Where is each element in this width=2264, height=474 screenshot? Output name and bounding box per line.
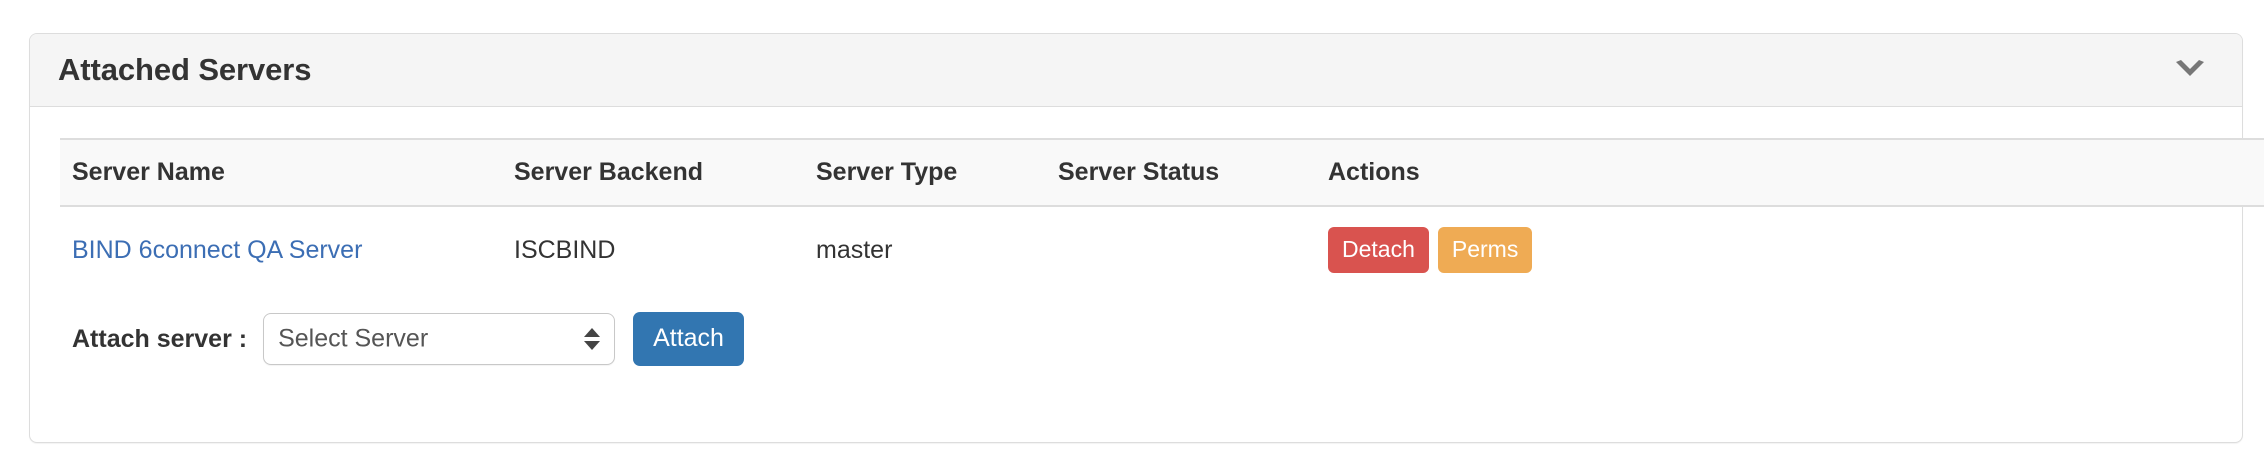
page-title: Attached Servers	[58, 52, 312, 87]
panel-body: Server Name Server Backend Server Type S…	[30, 107, 2264, 442]
stepper-arrows-icon[interactable]	[584, 328, 601, 350]
cell-server-name: BIND 6connect QA Server	[60, 206, 502, 293]
detach-button[interactable]: Detach	[1328, 227, 1429, 273]
column-header-actions: Actions	[1316, 138, 2264, 207]
cell-server-backend: ISCBIND	[514, 235, 616, 264]
chevron-down-icon[interactable]	[2170, 50, 2210, 90]
stepper-up-icon[interactable]	[584, 328, 601, 337]
attach-server-label: Attach server :	[72, 324, 248, 353]
server-select-value: Select Server	[278, 324, 429, 353]
attach-button[interactable]: Attach	[633, 312, 744, 366]
column-header-server-backend: Server Backend	[502, 138, 804, 207]
table-row: BIND 6connect QA Server ISCBIND master D…	[60, 206, 2264, 293]
panel-header: Attached Servers	[30, 34, 2242, 107]
perms-button[interactable]: Perms	[1437, 227, 1533, 273]
cell-server-type: master	[816, 235, 893, 264]
server-name-link[interactable]: BIND 6connect QA Server	[72, 235, 363, 264]
attached-servers-panel: Attached Servers Server Name Server Back…	[29, 33, 2264, 443]
attached-servers-table: Server Name Server Backend Server Type S…	[60, 138, 2264, 293]
cell-server-status	[1046, 206, 1316, 293]
table-body: BIND 6connect QA Server ISCBIND master D…	[60, 206, 2264, 293]
server-select[interactable]: Select Server	[263, 313, 616, 365]
table-header-row: Server Name Server Backend Server Type S…	[60, 138, 2264, 207]
column-header-server-status: Server Status	[1046, 138, 1316, 207]
column-header-server-type: Server Type	[804, 138, 1046, 207]
attach-server-form: Attach server : Select Server Attach	[72, 312, 744, 366]
stepper-down-icon[interactable]	[584, 341, 601, 350]
table-header: Server Name Server Backend Server Type S…	[60, 138, 2264, 207]
column-header-server-name: Server Name	[60, 138, 502, 207]
